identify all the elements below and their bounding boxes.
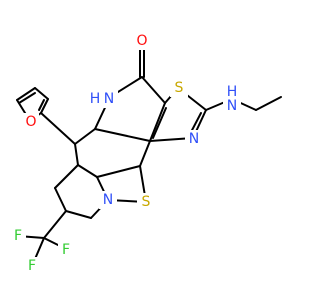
molecule-structure-diagram: O O N H N N H N S S F F F [10,32,282,275]
atom-o-carbonyl: O [136,33,147,49]
bond-lines [16,49,282,267]
atom-labels: O O N H N N H N S S F F F [10,32,241,275]
atom-s-thiazole: S [175,80,184,96]
atom-f-top: F [62,242,70,258]
atom-f-bottom: F [28,258,36,274]
atom-n-amide: N [104,91,114,107]
atom-n-pyridine: N [103,192,113,208]
atom-f-left: F [14,228,22,244]
atom-h-amide: H [90,91,101,107]
atom-s-thiophene: S [142,194,151,210]
atom-o-furan: O [25,114,36,130]
atom-n-amine: N [227,98,237,114]
atom-h-amine: H [227,84,238,100]
atom-n-thiazole: N [189,131,199,147]
